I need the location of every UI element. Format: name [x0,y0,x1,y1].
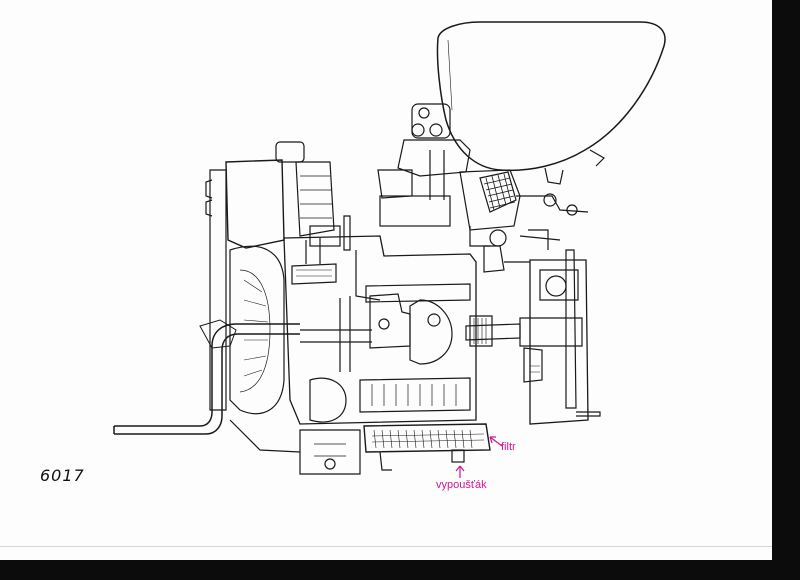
crank-handle [113,319,300,435]
drain-plug-label: vypoušťák [436,479,487,491]
carburettor-assembly [377,103,521,231]
fan-housing [205,141,335,453]
air-filter-grille [479,171,517,213]
oil-filter [363,423,491,471]
fuel-tank [436,21,666,185]
annotation-arrows [455,436,503,478]
engine-cutaway-drawing [113,21,666,478]
lower-gear-train [299,377,471,475]
filtr-arrow [489,436,503,447]
scan-crease [0,546,772,547]
filter-label: filtr [501,441,516,453]
scan-border-bottom [0,560,800,580]
paper-sheet [0,0,772,560]
throttle-linkage [469,193,589,250]
crankcase [283,215,477,425]
scan-border-right [772,0,800,580]
figure-number: 6017 [40,466,85,485]
gearbox [465,245,601,425]
